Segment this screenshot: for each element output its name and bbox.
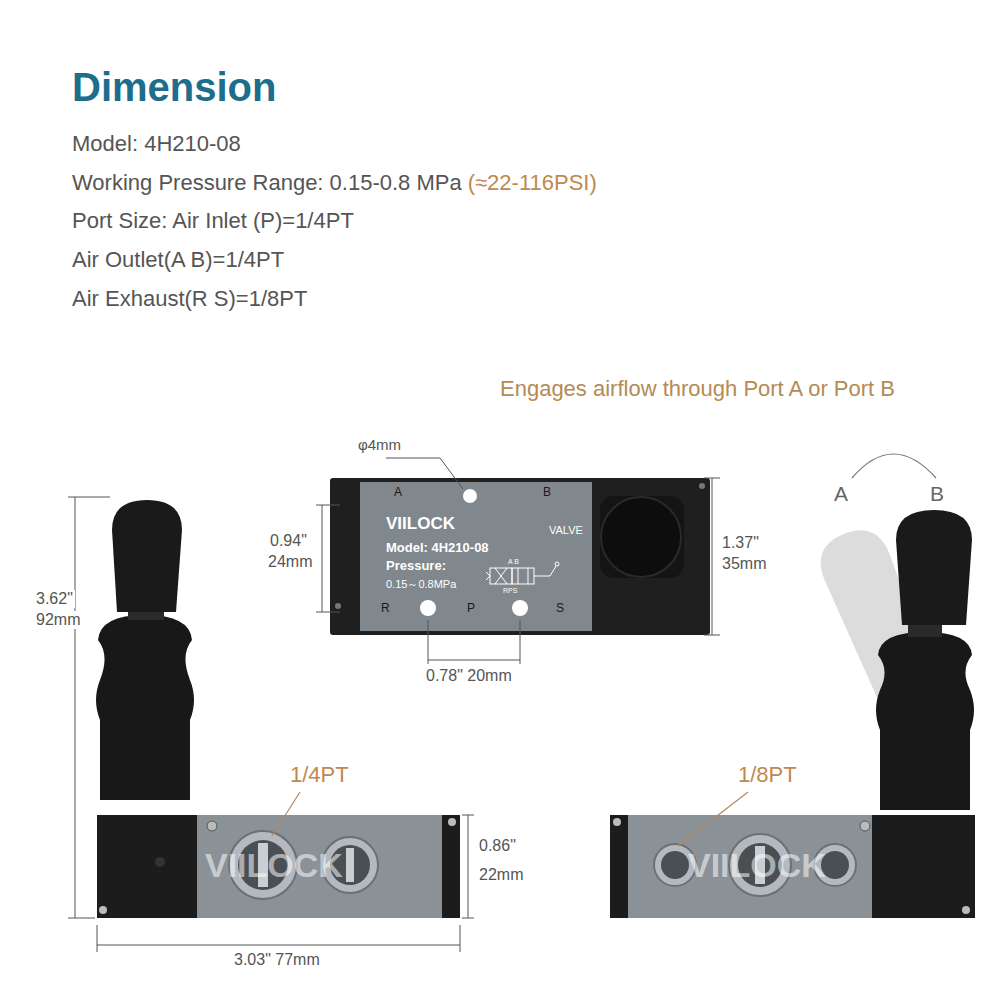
dimension-label: 22mm bbox=[477, 866, 525, 884]
title: Dimension bbox=[72, 64, 276, 110]
spec-note: (≈22-116PSI) bbox=[468, 170, 597, 195]
spec-line: Air Outlet(A B)=1/4PT bbox=[72, 247, 284, 272]
dimension-label: 1.37" bbox=[720, 534, 761, 552]
dimension-label: 0.86" bbox=[477, 837, 518, 855]
model-label: Model: 4H210-08 bbox=[386, 541, 489, 556]
pressure-value: 0.15～0.8MPa bbox=[386, 578, 456, 591]
port-label: A bbox=[394, 486, 402, 500]
side-view bbox=[610, 454, 975, 918]
spec-line: Model: 4H210-08 bbox=[72, 131, 241, 156]
brand-label: VIILOCK bbox=[386, 514, 455, 534]
dimension-label: 3.03" 77mm bbox=[232, 951, 322, 969]
brand-label: VALVE bbox=[549, 524, 583, 537]
port-label: P bbox=[467, 602, 475, 616]
dimension-label: φ4mm bbox=[356, 436, 403, 453]
pressure-label: Pressure: bbox=[386, 559, 446, 574]
watermark: VIILOCK bbox=[688, 846, 826, 885]
port-size-callout: 1/4PT bbox=[290, 762, 349, 787]
symbol-label: A B bbox=[508, 558, 519, 566]
front-view bbox=[68, 497, 474, 952]
port-label: B bbox=[543, 486, 551, 500]
dimension-label: 0.94" bbox=[268, 532, 309, 550]
dimension-label: 0.78" 20mm bbox=[424, 667, 514, 685]
port-label: S bbox=[556, 602, 564, 616]
port-size-callout: 1/8PT bbox=[738, 762, 797, 787]
caption-note: Engages airflow through Port A or Port B bbox=[500, 376, 895, 401]
symbol-label: RPS bbox=[503, 587, 517, 595]
dimension-label: 3.62" bbox=[34, 590, 75, 608]
dimension-label: 35mm bbox=[720, 555, 768, 573]
port-label: R bbox=[381, 602, 390, 616]
spec-line: Port Size: Air Inlet (P)=1/4PT bbox=[72, 208, 354, 233]
dimension-label: 92mm bbox=[34, 611, 82, 629]
position-label: B bbox=[930, 482, 944, 506]
position-label: A bbox=[834, 482, 848, 506]
top-view bbox=[316, 458, 720, 664]
watermark: VIILOCK bbox=[205, 846, 343, 885]
dimension-label: 24mm bbox=[266, 553, 314, 571]
spec-line: Working Pressure Range: 0.15-0.8 MPa bbox=[72, 170, 462, 195]
spec-line: Air Exhaust(R S)=1/8PT bbox=[72, 286, 307, 311]
